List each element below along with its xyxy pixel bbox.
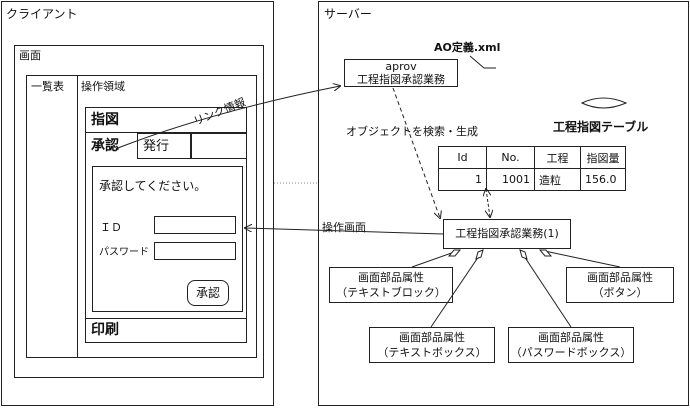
tab-shijizu[interactable]: 指図 xyxy=(91,112,119,128)
part-passwordbox xyxy=(508,327,634,363)
list-label: 一覧表 xyxy=(31,80,64,93)
part-textblock-line1: 画面部品属性 xyxy=(358,271,424,284)
table-header: No. xyxy=(486,146,535,169)
part-passwordbox-line1: 画面部品属性 xyxy=(538,331,604,344)
instance-label: 工程指図承認業務(1) xyxy=(455,227,559,240)
part-button-line1: 画面部品属性 xyxy=(587,271,653,284)
operation-area-label: 操作領域 xyxy=(81,80,125,93)
search-label: オブジェクトを検索・生成 xyxy=(346,125,478,138)
form-message: 承認してください。 xyxy=(99,179,207,193)
part-textbox xyxy=(369,327,495,363)
part-textbox-line2: （テキストボックス） xyxy=(377,346,487,359)
table-header: 工程 xyxy=(534,146,581,169)
aprov-line1: aprov xyxy=(385,60,417,73)
table-cell: 1 xyxy=(438,168,487,191)
tab-hakko-label: 発行 xyxy=(143,139,170,154)
aprov-line2: 工程指図承認業務 xyxy=(357,73,445,86)
part-textblock-line2: （テキストブロック） xyxy=(336,286,446,299)
part-button-line2: （ボタン） xyxy=(592,286,648,299)
password-label: パスワード xyxy=(99,247,149,258)
client-label: クライアント xyxy=(6,7,78,21)
tab-shonin-label: 承認 xyxy=(91,138,119,154)
instance-object xyxy=(443,219,571,249)
id-field[interactable] xyxy=(154,216,236,234)
print-label: 印刷 xyxy=(91,322,119,338)
part-passwordbox-line2: （パスワードボックス） xyxy=(510,346,632,359)
table-cell: 1001 xyxy=(486,168,535,191)
table-title: 工程指図テーブル xyxy=(553,120,649,134)
process-table: Id No. 工程 指図量 1 1001 造粒 156.0 xyxy=(438,146,626,191)
table-cell: 造粒 xyxy=(534,168,581,191)
part-textbox-line1: 画面部品属性 xyxy=(399,331,465,344)
operation-screen-label: 操作画面 xyxy=(322,221,366,234)
approve-button-label: 承認 xyxy=(196,286,221,300)
approve-button[interactable] xyxy=(187,280,229,306)
table-cell: 156.0 xyxy=(580,168,626,191)
ao-def-file: AO定義.xml xyxy=(434,41,501,54)
password-field[interactable] xyxy=(154,242,236,260)
id-label: ＩＤ xyxy=(100,221,122,234)
aprov-object xyxy=(344,59,458,87)
screen-label: 画面 xyxy=(19,49,41,62)
tab-blank xyxy=(191,133,247,159)
list-panel xyxy=(26,75,78,358)
part-button xyxy=(566,267,674,303)
table-header: Id xyxy=(438,146,487,169)
print-row[interactable] xyxy=(85,318,247,343)
table-header: 指図量 xyxy=(580,146,626,169)
server-label: サーバー xyxy=(324,7,372,21)
